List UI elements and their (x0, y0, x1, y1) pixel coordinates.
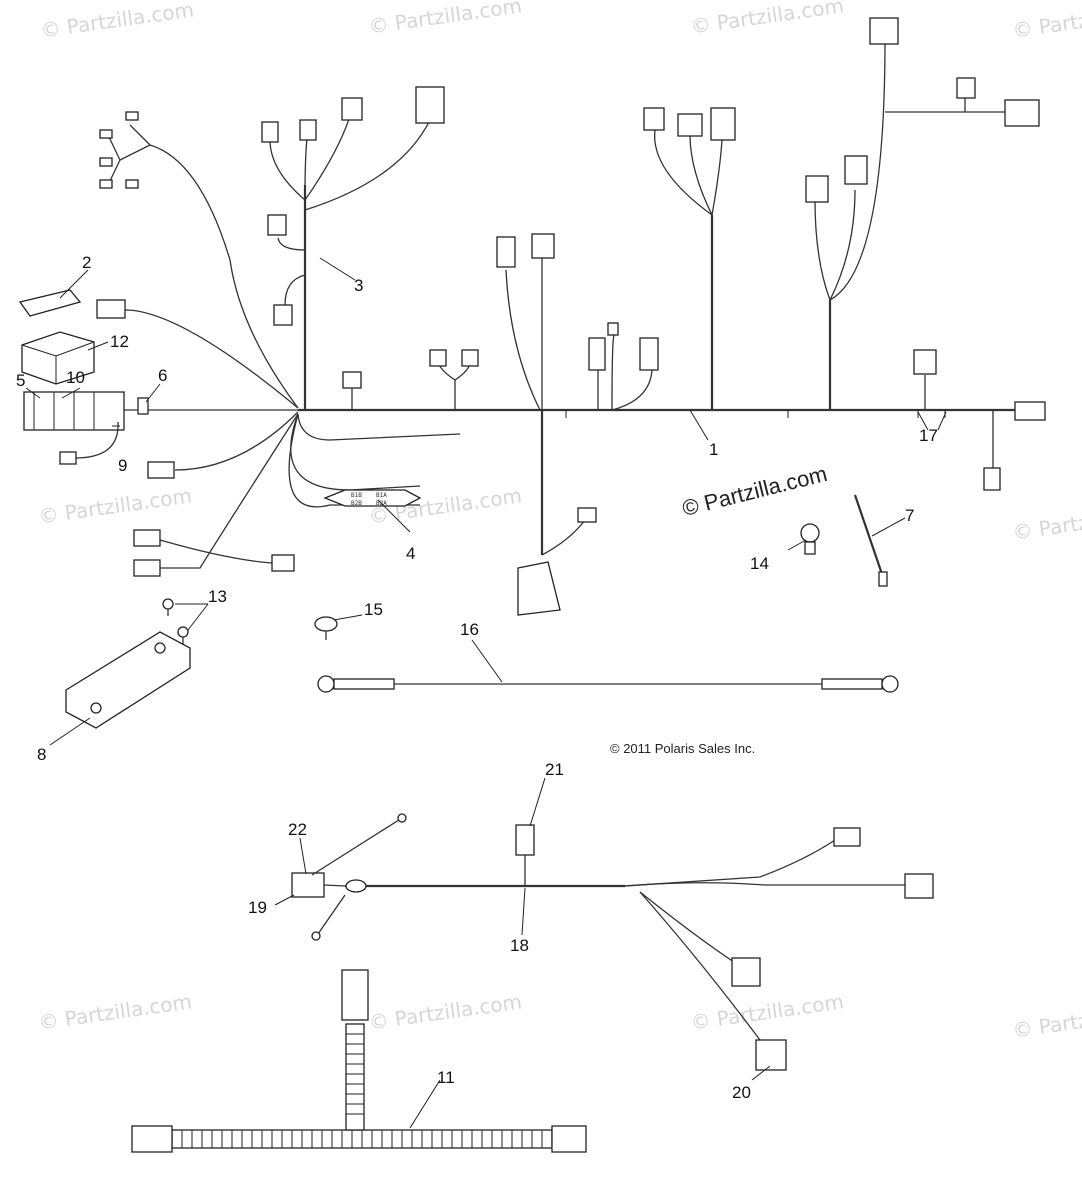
callout-16: 16 (460, 620, 479, 639)
callout-2: 2 (82, 253, 92, 272)
fuse-label-b1b: B1B (351, 492, 362, 499)
callout-20: 20 (732, 1083, 751, 1102)
harness-11 (131, 969, 587, 1153)
callout-22: 22 (288, 820, 307, 839)
callout-18: 18 (510, 936, 529, 955)
callout-10: 10 (66, 368, 85, 387)
callout-14: 14 (750, 554, 769, 573)
callout-17: 17 (919, 426, 938, 445)
callout-6: 6 (158, 366, 168, 385)
fuse-label-b2b: B2B (351, 500, 362, 507)
callout-11: 11 (437, 1068, 455, 1087)
callout-7: 7 (905, 506, 915, 525)
main-harness: B1B B1A B2B B2A (18, 17, 1046, 616)
callout-19: 19 (248, 898, 267, 917)
callout-5: 5 (16, 371, 26, 390)
callout-1: 1 (709, 440, 719, 459)
fuse-label-b1a: B1A (376, 492, 387, 499)
callout-4: 4 (406, 544, 416, 563)
callout-15: 15 (364, 600, 383, 619)
loose-parts (65, 494, 899, 729)
harness-18 (291, 813, 934, 1071)
callout-12: 12 (110, 332, 129, 351)
copyright-notice: © 2011 Polaris Sales Inc. (610, 741, 756, 756)
callout-9: 9 (118, 456, 128, 475)
callout-21: 21 (545, 760, 564, 779)
callout-8: 8 (37, 745, 47, 764)
callout-13: 13 (208, 587, 227, 606)
leader-lines (25, 257, 947, 1129)
callout-3: 3 (354, 276, 364, 295)
